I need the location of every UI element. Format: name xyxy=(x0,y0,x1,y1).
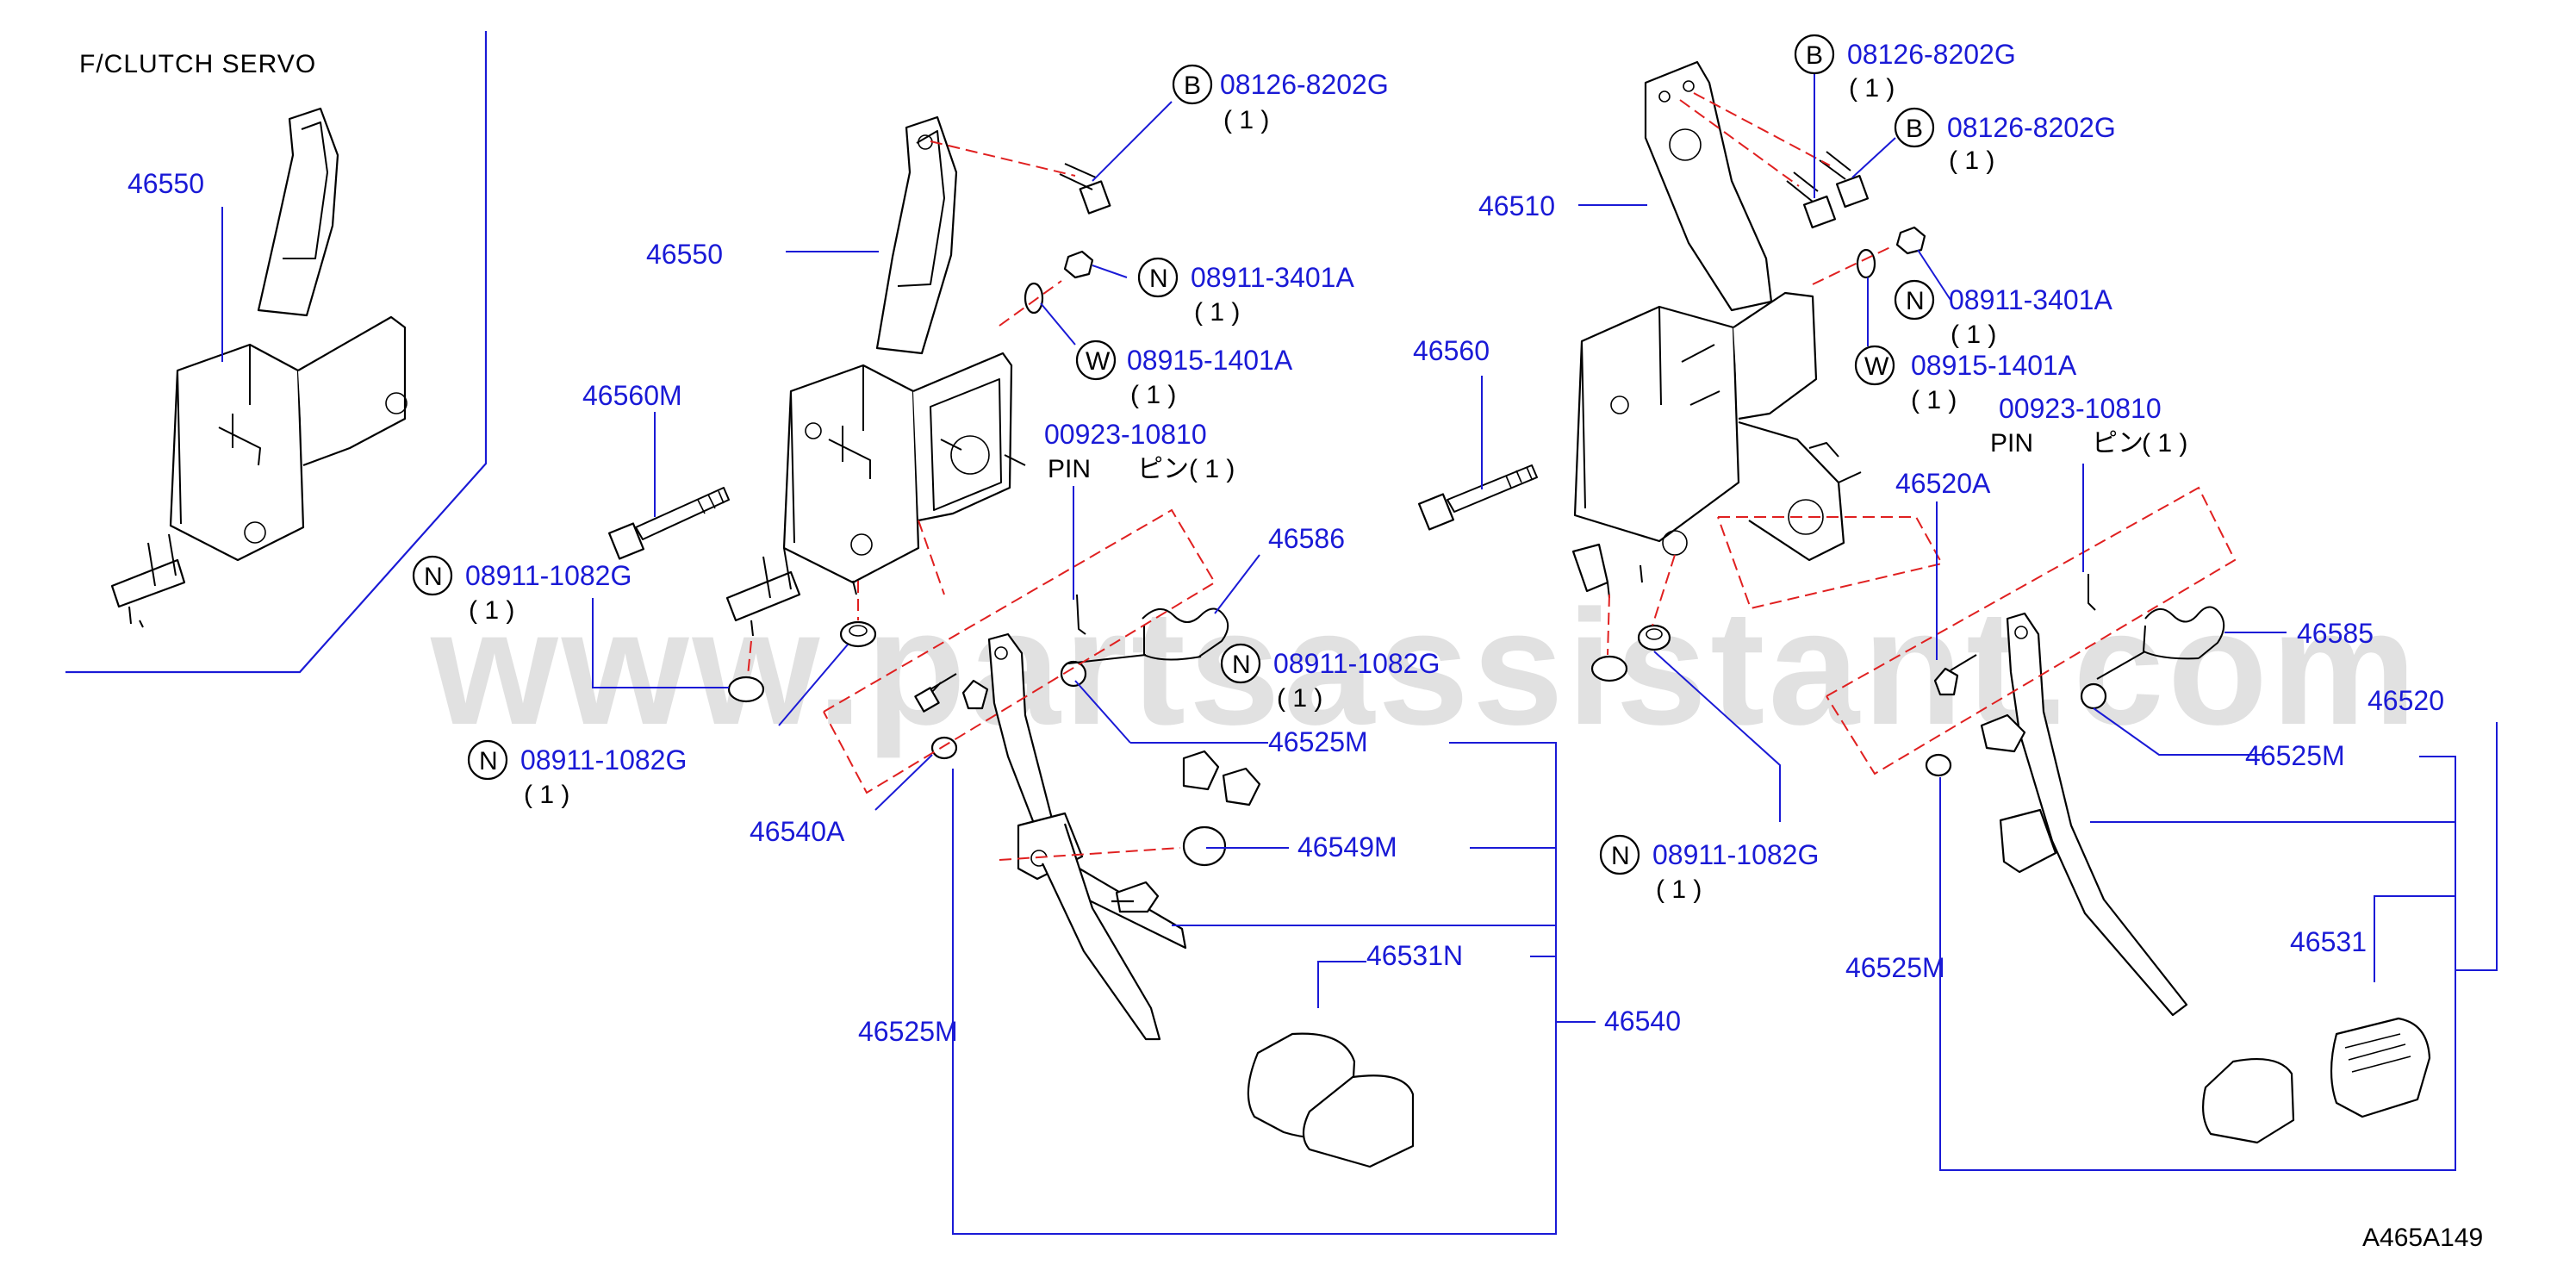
badge-n-left-top-letter: N xyxy=(1149,265,1168,293)
part-right-washer: 08915-1401A xyxy=(1911,350,2077,381)
right-small-parts-drawing xyxy=(1590,624,1671,682)
pin-right-jp: ピン xyxy=(2092,429,2144,458)
left-nuts-drawing xyxy=(727,620,877,703)
left-dashed-lines xyxy=(747,140,1216,861)
label-right-spring: 46585 xyxy=(2297,618,2374,649)
qty-left-nut-1: ( 1 ) xyxy=(469,596,514,625)
qty-left-bolt-b: ( 1 ) xyxy=(1223,106,1269,134)
badge-n-right-letter: N xyxy=(1906,287,1925,315)
label-right-pad: 46531 xyxy=(2290,926,2367,957)
part-right-nut-bottom: 08911-1082G xyxy=(1652,839,1819,870)
label-left-pedal-assy: 46540 xyxy=(1604,1006,1681,1037)
part-left-washer: 08915-1401A xyxy=(1127,345,1293,376)
pin-left-label: PIN xyxy=(1048,455,1091,483)
badge-n-left-mid xyxy=(1220,643,1261,684)
badge-n-left-mid-letter: N xyxy=(1232,651,1251,679)
label-left-stopper: 46549M xyxy=(1297,831,1397,863)
qty-right-bolt-b1: ( 1 ) xyxy=(1849,74,1895,103)
left-pedal-drawing xyxy=(961,632,1415,1168)
right-dashed-lines xyxy=(1607,92,2237,775)
pin-left-jp: ピン xyxy=(1137,455,1189,483)
right-bracket-drawing xyxy=(1571,60,1862,599)
qty-right-nut: ( 1 ) xyxy=(1951,321,1996,349)
part-right-bolt-b2: 08126-8202G xyxy=(1947,112,2116,143)
badge-b-left xyxy=(1172,64,1213,105)
qty-left-nut-2: ( 1 ) xyxy=(524,781,569,809)
label-left-bolt-pivot: 46540A xyxy=(750,816,845,847)
right-pedal-drawing xyxy=(1925,574,2431,1144)
left-bolt-b-drawing xyxy=(1059,163,1111,215)
badge-n-left-2 xyxy=(467,739,508,781)
label-left-bushing-top: 46525M xyxy=(1268,726,1368,757)
left-small-parts-drawing xyxy=(914,594,1229,867)
badge-w-right xyxy=(1854,345,1895,386)
badge-n-left-1 xyxy=(412,555,453,596)
label-right-bushing-top: 46525M xyxy=(2245,740,2345,771)
inset-bracket-drawing xyxy=(110,107,408,628)
qty-right-washer: ( 1 ) xyxy=(1911,386,1957,414)
left-bracket-drawing xyxy=(725,115,1026,637)
badge-n-left-top xyxy=(1137,257,1179,298)
label-inset-bracket: 46550 xyxy=(128,168,204,199)
badge-w-left-letter: W xyxy=(1086,347,1111,376)
qty-right-pin: ( 1 ) xyxy=(2142,429,2187,458)
right-leaders xyxy=(1481,60,2498,1171)
badge-w-left xyxy=(1075,339,1117,381)
label-left-bolt-long: 46560M xyxy=(582,380,682,411)
header-title: F/CLUTCH SERVO xyxy=(79,50,316,78)
part-left-nut-1: 08911-1082G xyxy=(465,560,632,591)
pin-right-label: PIN xyxy=(1990,429,2033,458)
left-bolt-long-drawing xyxy=(607,487,730,560)
label-left-pad: 46531N xyxy=(1366,940,1463,971)
badge-n-right xyxy=(1894,279,1935,321)
label-right-pedal-assy: 46520 xyxy=(2368,685,2444,716)
badge-n-left-2-letter: N xyxy=(479,747,498,775)
qty-left-washer: ( 1 ) xyxy=(1130,381,1176,409)
part-right-bolt-b1: 08126-8202G xyxy=(1847,39,2016,70)
part-left-pin: 00923-10810 xyxy=(1044,419,1207,450)
badge-b-right-2 xyxy=(1894,107,1935,148)
part-right-pin: 00923-10810 xyxy=(1999,393,2162,424)
qty-right-bolt-b2: ( 1 ) xyxy=(1949,146,1994,175)
inset-border xyxy=(65,31,488,674)
label-right-bolt-long: 46560 xyxy=(1413,335,1490,366)
figure-code: A465A149 xyxy=(2362,1224,2483,1252)
label-right-bracket: 46510 xyxy=(1478,190,1555,221)
left-nut-washer-drawing xyxy=(1024,250,1094,315)
part-right-nut: 08911-3401A xyxy=(1949,284,2112,315)
label-right-bolt-pivot: 46520A xyxy=(1895,468,1991,499)
part-left-nut-mid: 08911-1082G xyxy=(1273,648,1440,679)
qty-left-nut-mid: ( 1 ) xyxy=(1277,684,1322,713)
badge-b-left-letter: B xyxy=(1184,72,1201,100)
qty-left-pin: ( 1 ) xyxy=(1189,455,1235,483)
badge-b-right-1-letter: B xyxy=(1806,41,1823,70)
left-leaders xyxy=(592,101,1596,1235)
qty-left-nut-top: ( 1 ) xyxy=(1194,298,1240,327)
badge-w-right-letter: W xyxy=(1864,352,1889,381)
qty-right-nut-bottom: ( 1 ) xyxy=(1656,875,1702,904)
label-left-spring: 46586 xyxy=(1268,523,1345,554)
label-left-bracket: 46550 xyxy=(646,239,723,270)
badge-b-right-1 xyxy=(1794,34,1835,75)
badge-n-left-1-letter: N xyxy=(424,563,443,591)
badge-n-right-bottom-letter: N xyxy=(1611,842,1630,870)
right-bolt-long-drawing xyxy=(1417,464,1538,531)
label-right-bushing-bottom: 46525M xyxy=(1845,952,1945,983)
part-left-bolt-b: 08126-8202G xyxy=(1220,69,1389,100)
part-left-nut-top: 08911-3401A xyxy=(1191,262,1354,293)
label-left-bushing-bottom: 46525M xyxy=(858,1016,958,1047)
right-bolts-b-drawing xyxy=(1786,151,1870,229)
part-left-nut-2: 08911-1082G xyxy=(520,744,687,775)
right-nut-washer-drawing xyxy=(1856,226,1926,279)
badge-b-right-2-letter: B xyxy=(1906,115,1923,143)
badge-n-right-bottom xyxy=(1599,834,1640,875)
